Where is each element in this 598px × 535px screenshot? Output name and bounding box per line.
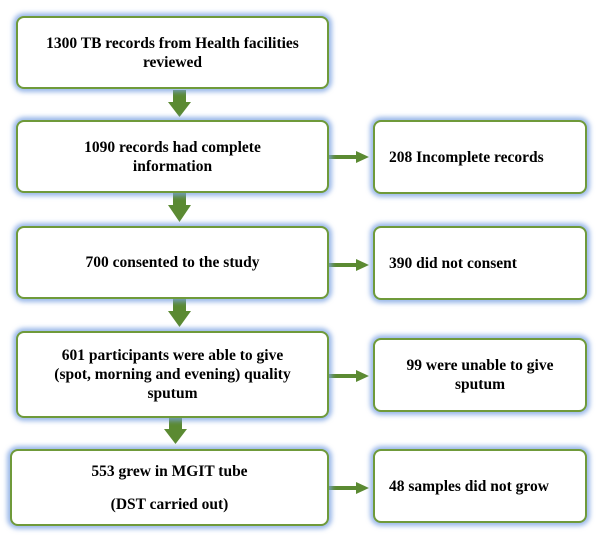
box-line: 390 did not consent: [389, 254, 517, 272]
box-did-not-grow: 48 samples did not grow: [373, 449, 587, 523]
arrow-down-2: [168, 193, 191, 222]
box-line: 1090 records had complete: [84, 138, 261, 156]
box-consented: 700 consented to the study: [16, 226, 329, 299]
box-line: 601 participants were able to give: [61, 347, 284, 364]
box-complete-records: 1090 records had complete information: [16, 120, 329, 193]
box-line: 553 grew in MGIT tube: [91, 462, 248, 480]
arrow-right-3: [329, 370, 369, 382]
box-line: 99 were unable to give: [406, 357, 554, 374]
box-line: (DST carried out): [110, 495, 229, 513]
box-records-reviewed: 1300 TB records from Health facilities r…: [16, 16, 329, 89]
arrow-down-3: [168, 299, 191, 327]
box-line: sputum: [455, 376, 505, 393]
box-did-not-consent: 390 did not consent: [373, 226, 587, 300]
box-line: 700 consented to the study: [85, 254, 260, 271]
arrow-right-2: [329, 259, 369, 271]
box-incomplete-records: 208 Incomplete records: [373, 120, 587, 194]
box-unable-sputum: 99 were unable to give sputum: [373, 338, 587, 412]
box-line: reviewed: [142, 53, 203, 71]
arrow-right-4: [329, 482, 369, 494]
box-line: 48 samples did not grow: [389, 477, 549, 495]
arrow-down-4: [164, 418, 187, 444]
box-line: 1300 TB records from Health facilities: [46, 34, 299, 52]
box-line: (spot, morning and evening) quality: [54, 366, 291, 383]
box-line: 208 Incomplete records: [389, 148, 544, 166]
box-mgit-growth: 553 grew in MGIT tube (DST carried out): [10, 449, 329, 526]
box-quality-sputum: 601 participants were able to give (spot…: [16, 331, 329, 418]
arrow-right-1: [329, 151, 369, 163]
arrow-down-1: [168, 90, 191, 117]
box-line: information: [132, 157, 213, 175]
box-line: sputum: [147, 385, 198, 402]
